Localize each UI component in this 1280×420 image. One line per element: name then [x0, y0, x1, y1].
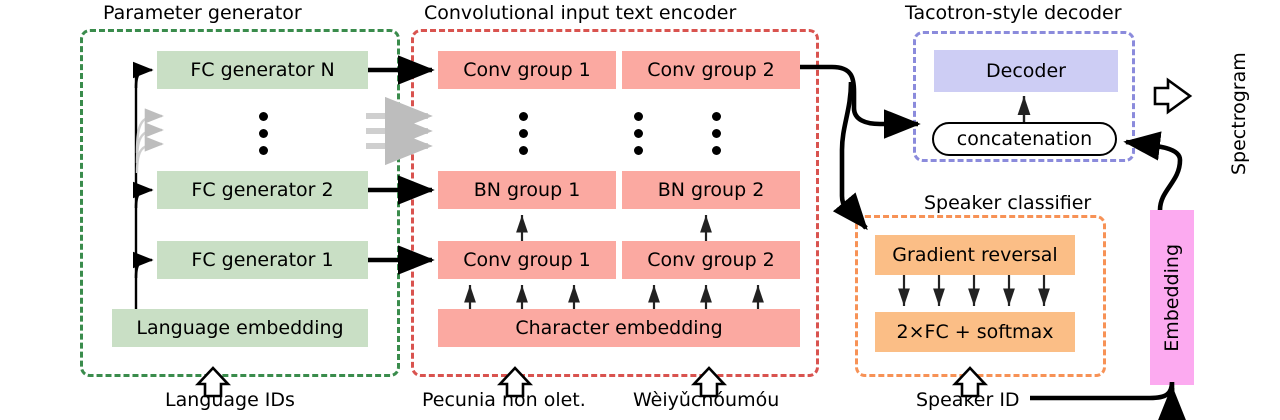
label-text-chinese: Wèiyǔchóumóu	[633, 389, 780, 411]
node-fc-generator-1[interactable]: FC generator 1	[157, 241, 368, 279]
node-embedding-label: Embedding	[1161, 243, 1183, 352]
node-conv-group-2-bottom[interactable]: Conv group 2	[622, 241, 800, 279]
ellipsis-dot	[259, 129, 268, 138]
ellipsis-dot	[712, 129, 721, 138]
node-conv-group-1-bottom[interactable]: Conv group 1	[438, 241, 616, 279]
ellipsis-dot	[259, 112, 268, 121]
node-fc-generator-n[interactable]: FC generator N	[157, 51, 368, 89]
ellipsis-dot	[634, 129, 643, 138]
ellipsis-dot	[519, 112, 528, 121]
group-title-tacotron-decoder: Tacotron-style decoder	[905, 2, 1122, 24]
node-gradient-reversal[interactable]: Gradient reversal	[875, 235, 1075, 275]
node-conv-group-1-top[interactable]: Conv group 1	[438, 51, 616, 89]
ellipsis-dot	[259, 146, 268, 155]
ellipsis-dot	[519, 146, 528, 155]
ellipsis-dot	[519, 129, 528, 138]
node-bn-group-1[interactable]: BN group 1	[438, 171, 616, 209]
node-fc-generator-2[interactable]: FC generator 2	[157, 171, 368, 209]
node-bn-group-2[interactable]: BN group 2	[622, 171, 800, 209]
ellipsis-dot	[712, 112, 721, 121]
label-spectrogram: Spectrogram	[1228, 52, 1250, 175]
ellipsis-dot	[634, 112, 643, 121]
ellipsis-dot	[712, 146, 721, 155]
output-arrow-spectrogram	[1153, 77, 1193, 115]
group-title-parameter-generator: Parameter generator	[103, 2, 302, 24]
label-text-latin: Pecunia non olet.	[422, 389, 586, 411]
node-decoder[interactable]: Decoder	[934, 50, 1118, 92]
node-concatenation[interactable]: concatenation	[932, 122, 1117, 156]
group-title-text-encoder: Convolutional input text encoder	[424, 2, 737, 24]
node-fc-softmax[interactable]: 2×FC + softmax	[875, 312, 1075, 352]
group-title-speaker-classifier: Speaker classifier	[924, 192, 1092, 214]
node-character-embedding[interactable]: Character embedding	[438, 309, 800, 347]
ellipsis-dot	[634, 146, 643, 155]
label-language-ids: Language IDs	[165, 389, 295, 411]
node-conv-group-2-top[interactable]: Conv group 2	[622, 51, 800, 89]
arrow-encoder-to-speaker-classifier	[832, 81, 868, 231]
node-embedding[interactable]: Embedding	[1150, 210, 1194, 385]
label-speaker-id: Speaker ID	[916, 389, 1020, 411]
node-language-embedding[interactable]: Language embedding	[112, 309, 368, 347]
